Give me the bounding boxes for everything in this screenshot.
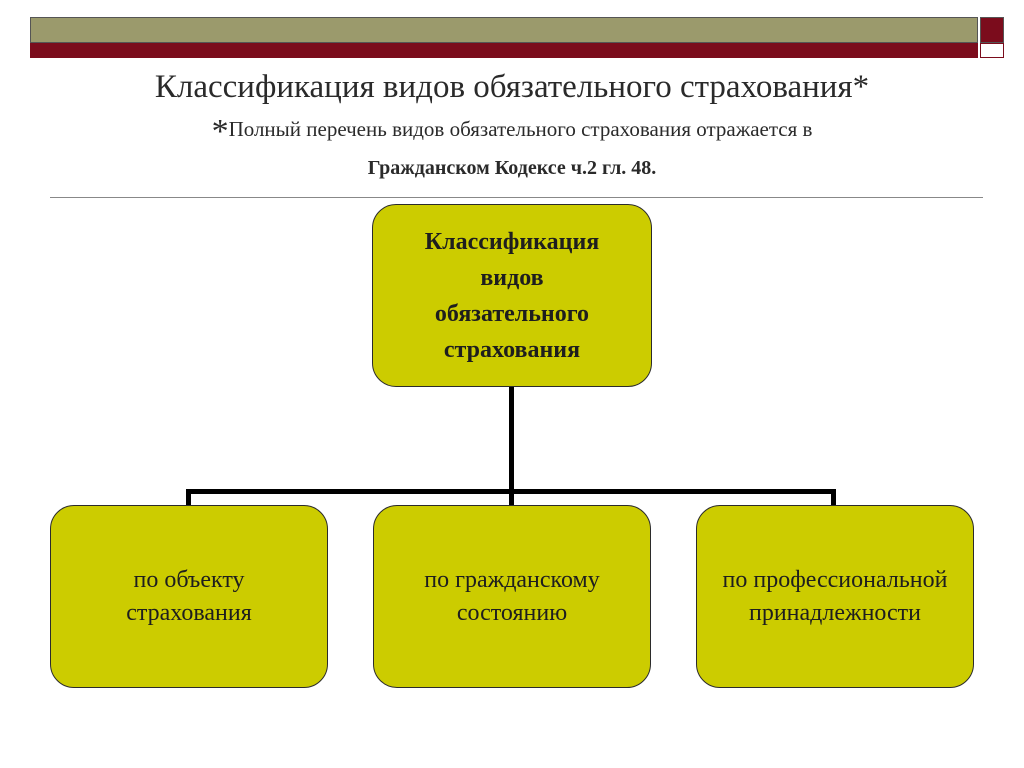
root-node: Классификация видов обязательного страхо… (372, 204, 652, 387)
header-bar-olive (30, 17, 978, 43)
child-node-profession: по профессиональной принадлежности (696, 505, 974, 688)
footnote-reference: Гражданском Кодексе ч.2 гл. 48. (367, 157, 657, 179)
root-node-line: видов (480, 264, 544, 291)
connector-left-vertical (186, 489, 191, 506)
child-node-label: по профессиональной принадлежности (723, 564, 948, 630)
root-node-label: Классификация видов обязательного страхо… (425, 224, 600, 368)
root-node-line: страхования (443, 336, 581, 363)
slide-title: Классификация видов обязательного страхо… (154, 69, 870, 105)
header-corner-outline (980, 43, 1004, 58)
child-node-line: по гражданскому (424, 566, 600, 593)
header-corner-square (980, 17, 1004, 43)
child-node-line: по объекту (133, 566, 245, 593)
connector-right-vertical (831, 489, 836, 506)
child-node-line: принадлежности (748, 599, 921, 626)
child-node-label: по объекту страхования (126, 564, 252, 630)
footnote-line: *Полный перечень видов обязательного стр… (0, 113, 1024, 151)
connector-root-vertical (509, 387, 514, 493)
root-node-line: Классификация (424, 228, 600, 255)
child-node-label: по гражданскому состоянию (424, 564, 599, 630)
root-node-line: обязательного (434, 300, 590, 327)
connector-middle-vertical (509, 489, 514, 506)
divider-line (50, 197, 983, 198)
child-node-line: состоянию (456, 599, 568, 626)
child-node-line: страхования (126, 599, 252, 626)
child-node-civil-status: по гражданскому состоянию (373, 505, 651, 688)
header-bar-maroon (30, 43, 978, 58)
child-node-line: по профессиональной (722, 566, 948, 593)
footnote-asterisk: * (211, 113, 229, 150)
child-node-object: по объекту страхования (50, 505, 328, 688)
footnote-text: Полный перечень видов обязательного стра… (228, 117, 813, 141)
